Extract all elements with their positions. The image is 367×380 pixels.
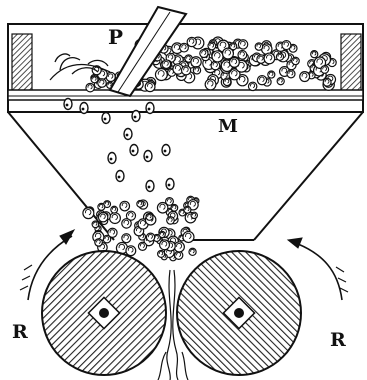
funnel <box>8 112 363 240</box>
roller-left <box>42 251 166 375</box>
mesh-grate <box>8 90 363 100</box>
roller-right <box>177 251 301 375</box>
label-mesh: M <box>218 116 238 137</box>
label-roller-left: R <box>12 321 28 343</box>
label-paddle: P <box>108 25 123 49</box>
label-roller-right: R <box>330 329 346 351</box>
left-wall <box>12 34 32 94</box>
right-wall <box>341 34 361 94</box>
